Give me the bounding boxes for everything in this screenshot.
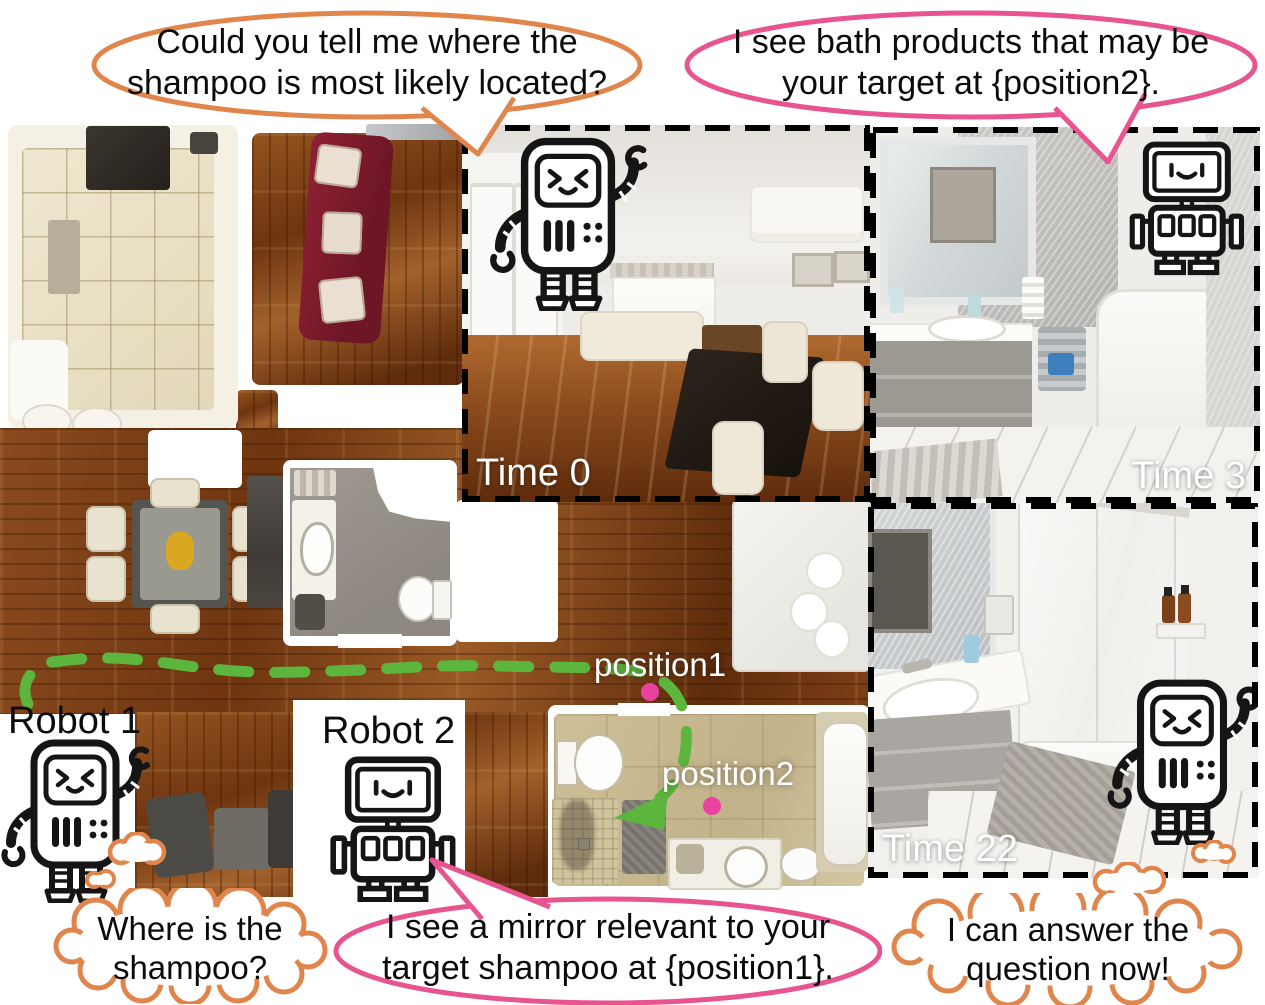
ensuite-toilet-2 xyxy=(780,846,822,882)
dining-chair xyxy=(150,478,200,508)
shampoo-bottle xyxy=(1178,593,1191,623)
bottle-pump xyxy=(1181,585,1189,594)
dining-chair xyxy=(86,556,126,602)
thought-puff xyxy=(107,832,167,866)
corner-shelf xyxy=(1156,623,1206,639)
robot2-map-label: Robot 2 xyxy=(322,710,456,752)
question-speech-bubble: Could you tell me where the shampoo is m… xyxy=(90,8,648,164)
soap-bottle xyxy=(968,293,981,317)
white-chair xyxy=(712,421,764,495)
washer xyxy=(294,470,336,496)
couch-pillow xyxy=(321,211,363,255)
white-chair xyxy=(762,321,808,383)
robot1-map-label: Robot 1 xyxy=(8,700,142,742)
bathtub xyxy=(822,722,868,866)
question-text: Could you tell me where the shampoo is m… xyxy=(126,23,607,102)
time22-label: Time 22 xyxy=(882,828,1018,870)
vanity-sink xyxy=(724,846,768,888)
white-chair xyxy=(812,361,864,431)
toilet-tank xyxy=(432,580,452,620)
position2-label: position2 xyxy=(662,755,795,792)
time3-label: Time 3 xyxy=(1131,455,1246,497)
shower-drain xyxy=(578,838,590,850)
mirror-speech-bubble: I see a mirror relevant to your target s… xyxy=(330,843,882,1005)
wall-picture xyxy=(834,251,870,283)
dining-centerpiece xyxy=(166,532,194,570)
time0-label: Time 0 xyxy=(476,452,591,494)
vanity-basket xyxy=(676,844,704,874)
soap-bottle xyxy=(890,287,904,313)
bed-pillow xyxy=(806,552,844,590)
couch-pillow xyxy=(317,275,367,325)
chandelier xyxy=(750,185,864,243)
wall-picture xyxy=(792,253,834,287)
bath-products-text: I see bath products that may be your tar… xyxy=(732,23,1210,102)
shampoo-bottle xyxy=(1162,595,1175,623)
bath-products-speech-bubble: I see bath products that may be your tar… xyxy=(683,8,1261,170)
shelf-top xyxy=(366,124,462,140)
kitchen-clutter xyxy=(190,132,218,154)
thought-puff xyxy=(1191,840,1236,864)
mirror-text: I see a mirror relevant to your target s… xyxy=(382,908,834,987)
bed-pillow xyxy=(814,620,850,658)
sink-oval xyxy=(928,315,1006,343)
panel-time-22: Time 22 xyxy=(868,503,1258,878)
caddy-blue-item xyxy=(1048,353,1074,375)
bathroom-clutter xyxy=(295,594,325,630)
sofa xyxy=(580,311,704,361)
dark-furniture xyxy=(214,808,270,870)
door-gap xyxy=(338,634,402,648)
robot1-icon xyxy=(0,733,150,903)
position1-label: position1 xyxy=(594,646,727,683)
dining-chair xyxy=(150,604,200,634)
mirror-dark-reflection xyxy=(868,529,932,633)
ensuite-toilet xyxy=(574,734,624,792)
kitchen-rug xyxy=(48,220,80,294)
bottle-pump xyxy=(1164,587,1172,596)
soap-dispenser xyxy=(984,595,1014,635)
robot1-thought-text: Where is the shampoo? xyxy=(97,910,283,986)
robot1-answer-text: I can answer the question now! xyxy=(946,911,1190,987)
bed xyxy=(732,498,872,672)
wall-gap xyxy=(456,500,558,642)
panel-time-0: Time 0 xyxy=(462,125,870,502)
shower-streak xyxy=(560,800,594,870)
robot1-icon xyxy=(1106,673,1258,845)
thought-puff xyxy=(85,869,116,889)
panel-time-3: Time 3 xyxy=(870,127,1260,503)
kitchen-tv xyxy=(86,126,170,190)
bathroom-sink-basin xyxy=(300,522,334,576)
cabinet xyxy=(247,476,283,608)
towel-ring xyxy=(1022,277,1044,319)
robot1-answer-cloud: I can answer the question now! xyxy=(886,893,1250,1005)
dining-chair xyxy=(86,506,126,552)
soap-bottle-blue xyxy=(964,635,979,663)
mirror-reflection xyxy=(930,167,996,243)
wall-gap xyxy=(618,703,670,716)
bathtub-white xyxy=(1096,289,1214,440)
robot1-thought-cloud: Where is the shampoo? xyxy=(52,888,328,1004)
thought-puff xyxy=(1092,862,1167,896)
